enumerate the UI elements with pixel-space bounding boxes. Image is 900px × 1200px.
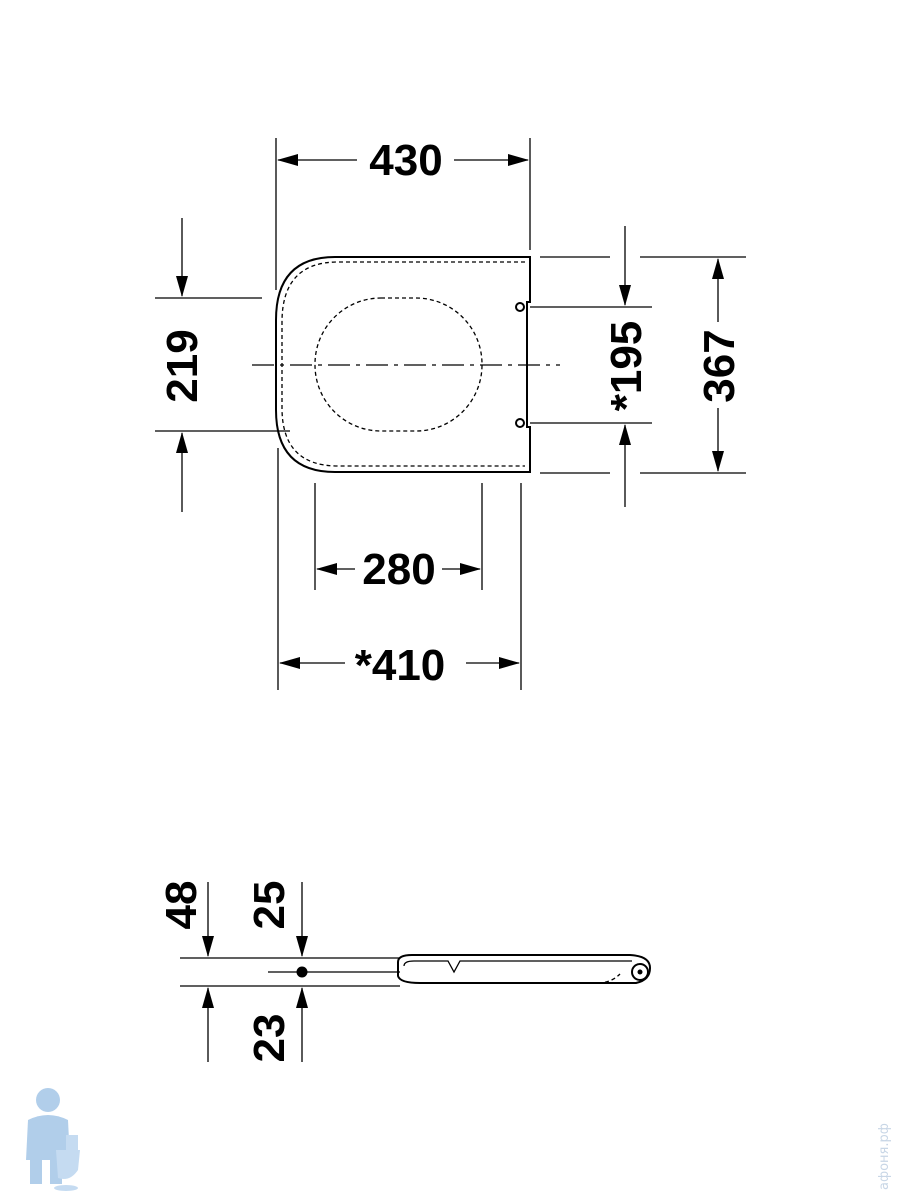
hinge-hole-bottom bbox=[515, 418, 525, 428]
arrow-410-left bbox=[279, 657, 300, 669]
plumber-mascot-icon bbox=[26, 1088, 80, 1191]
seat-outline-inner bbox=[281, 261, 525, 467]
seat-profile bbox=[397, 954, 652, 984]
arrow-23-bottom bbox=[296, 987, 308, 1008]
side-view: 48 25 23 bbox=[157, 881, 652, 1063]
seat-profile-lid bbox=[403, 960, 632, 974]
arrow-280-right bbox=[460, 563, 481, 575]
arrow-430-left bbox=[277, 154, 298, 166]
dim-25-label: 25 bbox=[245, 881, 294, 930]
watermark-site: афоня.рф bbox=[877, 1123, 892, 1190]
seat-outline bbox=[275, 256, 531, 473]
dim-195-label: *195 bbox=[602, 321, 651, 412]
arrow-367-bottom bbox=[712, 451, 724, 472]
arrow-25-top bbox=[296, 936, 308, 957]
reference-dot bbox=[296, 966, 308, 978]
arrow-48-bottom bbox=[202, 987, 214, 1008]
arrow-367-top bbox=[712, 258, 724, 279]
seat-opening bbox=[314, 297, 483, 432]
arrow-48-top bbox=[202, 936, 214, 957]
dim-48-label: 48 bbox=[157, 881, 206, 930]
hinge-center bbox=[637, 969, 643, 975]
hinge-circle bbox=[631, 963, 649, 981]
arrow-195-top bbox=[619, 285, 631, 306]
dim-280-label: 280 bbox=[362, 545, 435, 594]
arrow-410-right bbox=[499, 657, 520, 669]
top-view: 430 219 *195 367 280 bbox=[155, 136, 746, 690]
seat-profile-base bbox=[430, 973, 621, 984]
arrow-430-right bbox=[508, 154, 529, 166]
dim-219-label: 219 bbox=[158, 329, 207, 402]
dim-23-label: 23 bbox=[245, 1014, 294, 1063]
arrow-280-left bbox=[316, 563, 337, 575]
hinge-hole-top bbox=[515, 302, 525, 312]
arrow-195-bottom bbox=[619, 424, 631, 445]
dim-430-label: 430 bbox=[369, 136, 442, 185]
dim-367-label: 367 bbox=[695, 329, 744, 402]
arrow-219-bottom bbox=[176, 432, 188, 453]
dim-410-label: *410 bbox=[355, 641, 446, 690]
arrow-219-top bbox=[176, 276, 188, 297]
